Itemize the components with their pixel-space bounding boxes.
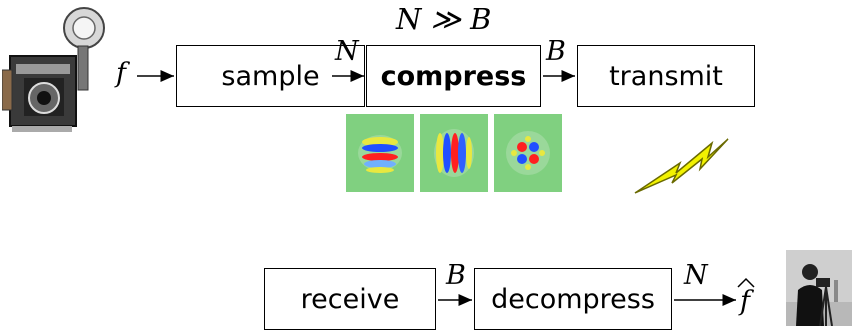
transmit-label: transmit <box>609 60 723 92</box>
decompress-block: decompress <box>474 268 672 330</box>
press-camera-icon <box>2 7 105 132</box>
header-n-much-greater-b: N ≫ B <box>396 2 492 36</box>
wavelet-basis-diagonal-icon <box>494 114 562 192</box>
wavelet-basis-vertical-icon <box>420 114 488 192</box>
wavelet-basis-horizontal-icon <box>346 114 414 192</box>
receive-label: receive <box>300 283 400 315</box>
label-b-top: B <box>546 36 566 67</box>
receive-block: receive <box>264 268 436 330</box>
compress-label: compress <box>380 60 527 92</box>
label-n-top: N <box>335 36 359 67</box>
label-b-bottom: B <box>446 260 466 291</box>
cameraman-photo-icon <box>786 250 852 326</box>
input-signal-symbol: f <box>116 58 126 89</box>
decompress-label: decompress <box>491 283 655 315</box>
output-signal-symbol: f <box>740 286 750 317</box>
compress-block: compress <box>366 45 541 107</box>
output-hat-accent <box>737 277 755 288</box>
lightning-bolt-icon <box>634 138 729 194</box>
sample-label: sample <box>221 60 320 92</box>
label-n-bottom: N <box>684 260 708 291</box>
transmit-block: transmit <box>577 45 755 107</box>
